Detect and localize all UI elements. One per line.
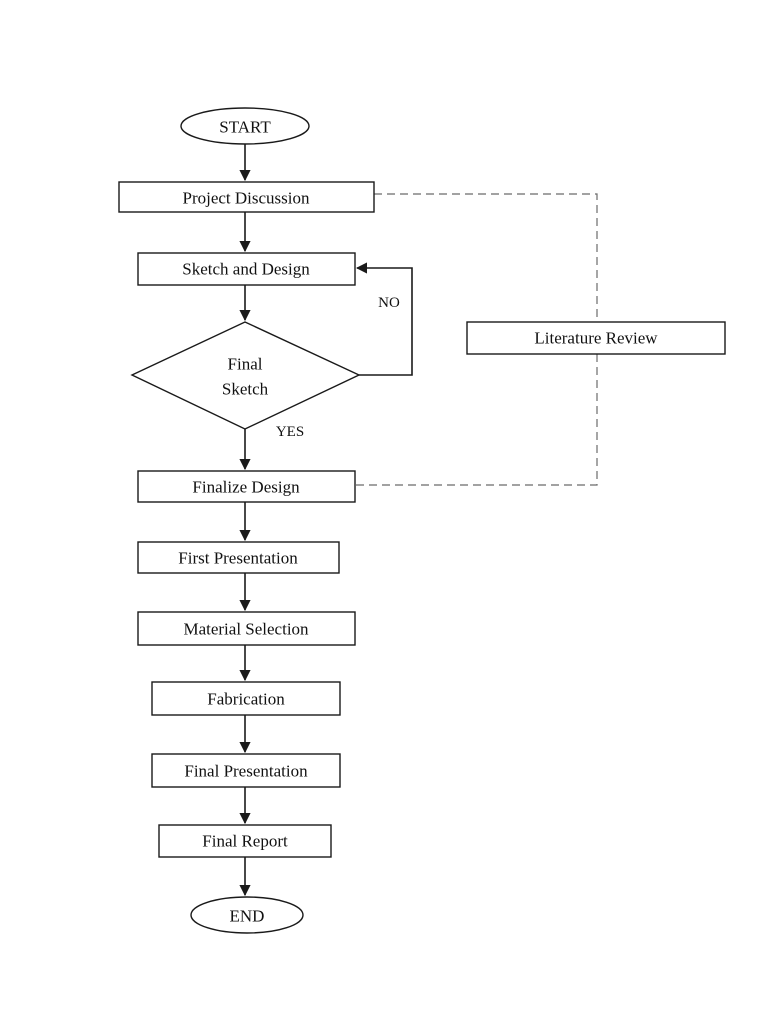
start-label: START — [219, 118, 271, 137]
final-sketch-label-line1: Final — [228, 355, 263, 374]
fabrication-box — [151, 681, 341, 716]
project-discussion-label: Project Discussion — [182, 189, 310, 208]
literature-review-links — [355, 193, 598, 486]
literature-review-box — [466, 321, 726, 355]
end-terminal-shape — [190, 896, 304, 934]
material-selection-box — [137, 611, 356, 646]
sketch-and-design-node: Sketch and Design — [137, 252, 356, 286]
final-report-label: Final Report — [202, 832, 288, 851]
start-terminal-shape — [180, 107, 310, 145]
final-presentation-box — [151, 753, 341, 788]
final-presentation-node: Final Presentation — [151, 753, 341, 788]
yes-branch-label: YES — [276, 424, 304, 440]
start-node: START — [180, 107, 310, 145]
literature-review-label: Literature Review — [534, 329, 658, 348]
material-selection-label: Material Selection — [183, 620, 309, 639]
finalize-design-label: Finalize Design — [192, 478, 300, 497]
final-report-box — [158, 824, 332, 858]
final-report-node: Final Report — [158, 824, 332, 858]
project-discussion-box — [118, 181, 375, 213]
sketch-and-design-box — [137, 252, 356, 286]
dashed-link-literature-review-to-finalize-design — [355, 354, 598, 486]
material-selection-node: Material Selection — [137, 611, 356, 646]
finalize-design-node: Finalize Design — [137, 470, 356, 503]
first-presentation-node: First Presentation — [137, 541, 340, 574]
literature-review-node: Literature Review — [466, 321, 726, 355]
project-discussion-node: Project Discussion — [118, 181, 375, 213]
end-node: END — [190, 896, 304, 934]
flow-edges — [239, 143, 413, 897]
dashed-link-project-discussion-to-literature-review — [374, 193, 598, 322]
final-presentation-label: Final Presentation — [184, 762, 308, 781]
no-branch-label: NO — [378, 295, 400, 311]
fabrication-node: Fabrication — [151, 681, 341, 716]
finalize-design-box — [137, 470, 356, 503]
final-sketch-diamond — [130, 321, 361, 430]
final-sketch-label-line2: Sketch — [222, 380, 269, 399]
sketch-and-design-label: Sketch and Design — [182, 260, 310, 279]
edge-final-sketch-no-loop — [355, 262, 413, 376]
first-presentation-label: First Presentation — [178, 549, 298, 568]
final-sketch-decision: Final Sketch — [130, 321, 361, 430]
first-presentation-box — [137, 541, 340, 574]
end-label: END — [230, 907, 265, 926]
fabrication-label: Fabrication — [207, 690, 285, 709]
